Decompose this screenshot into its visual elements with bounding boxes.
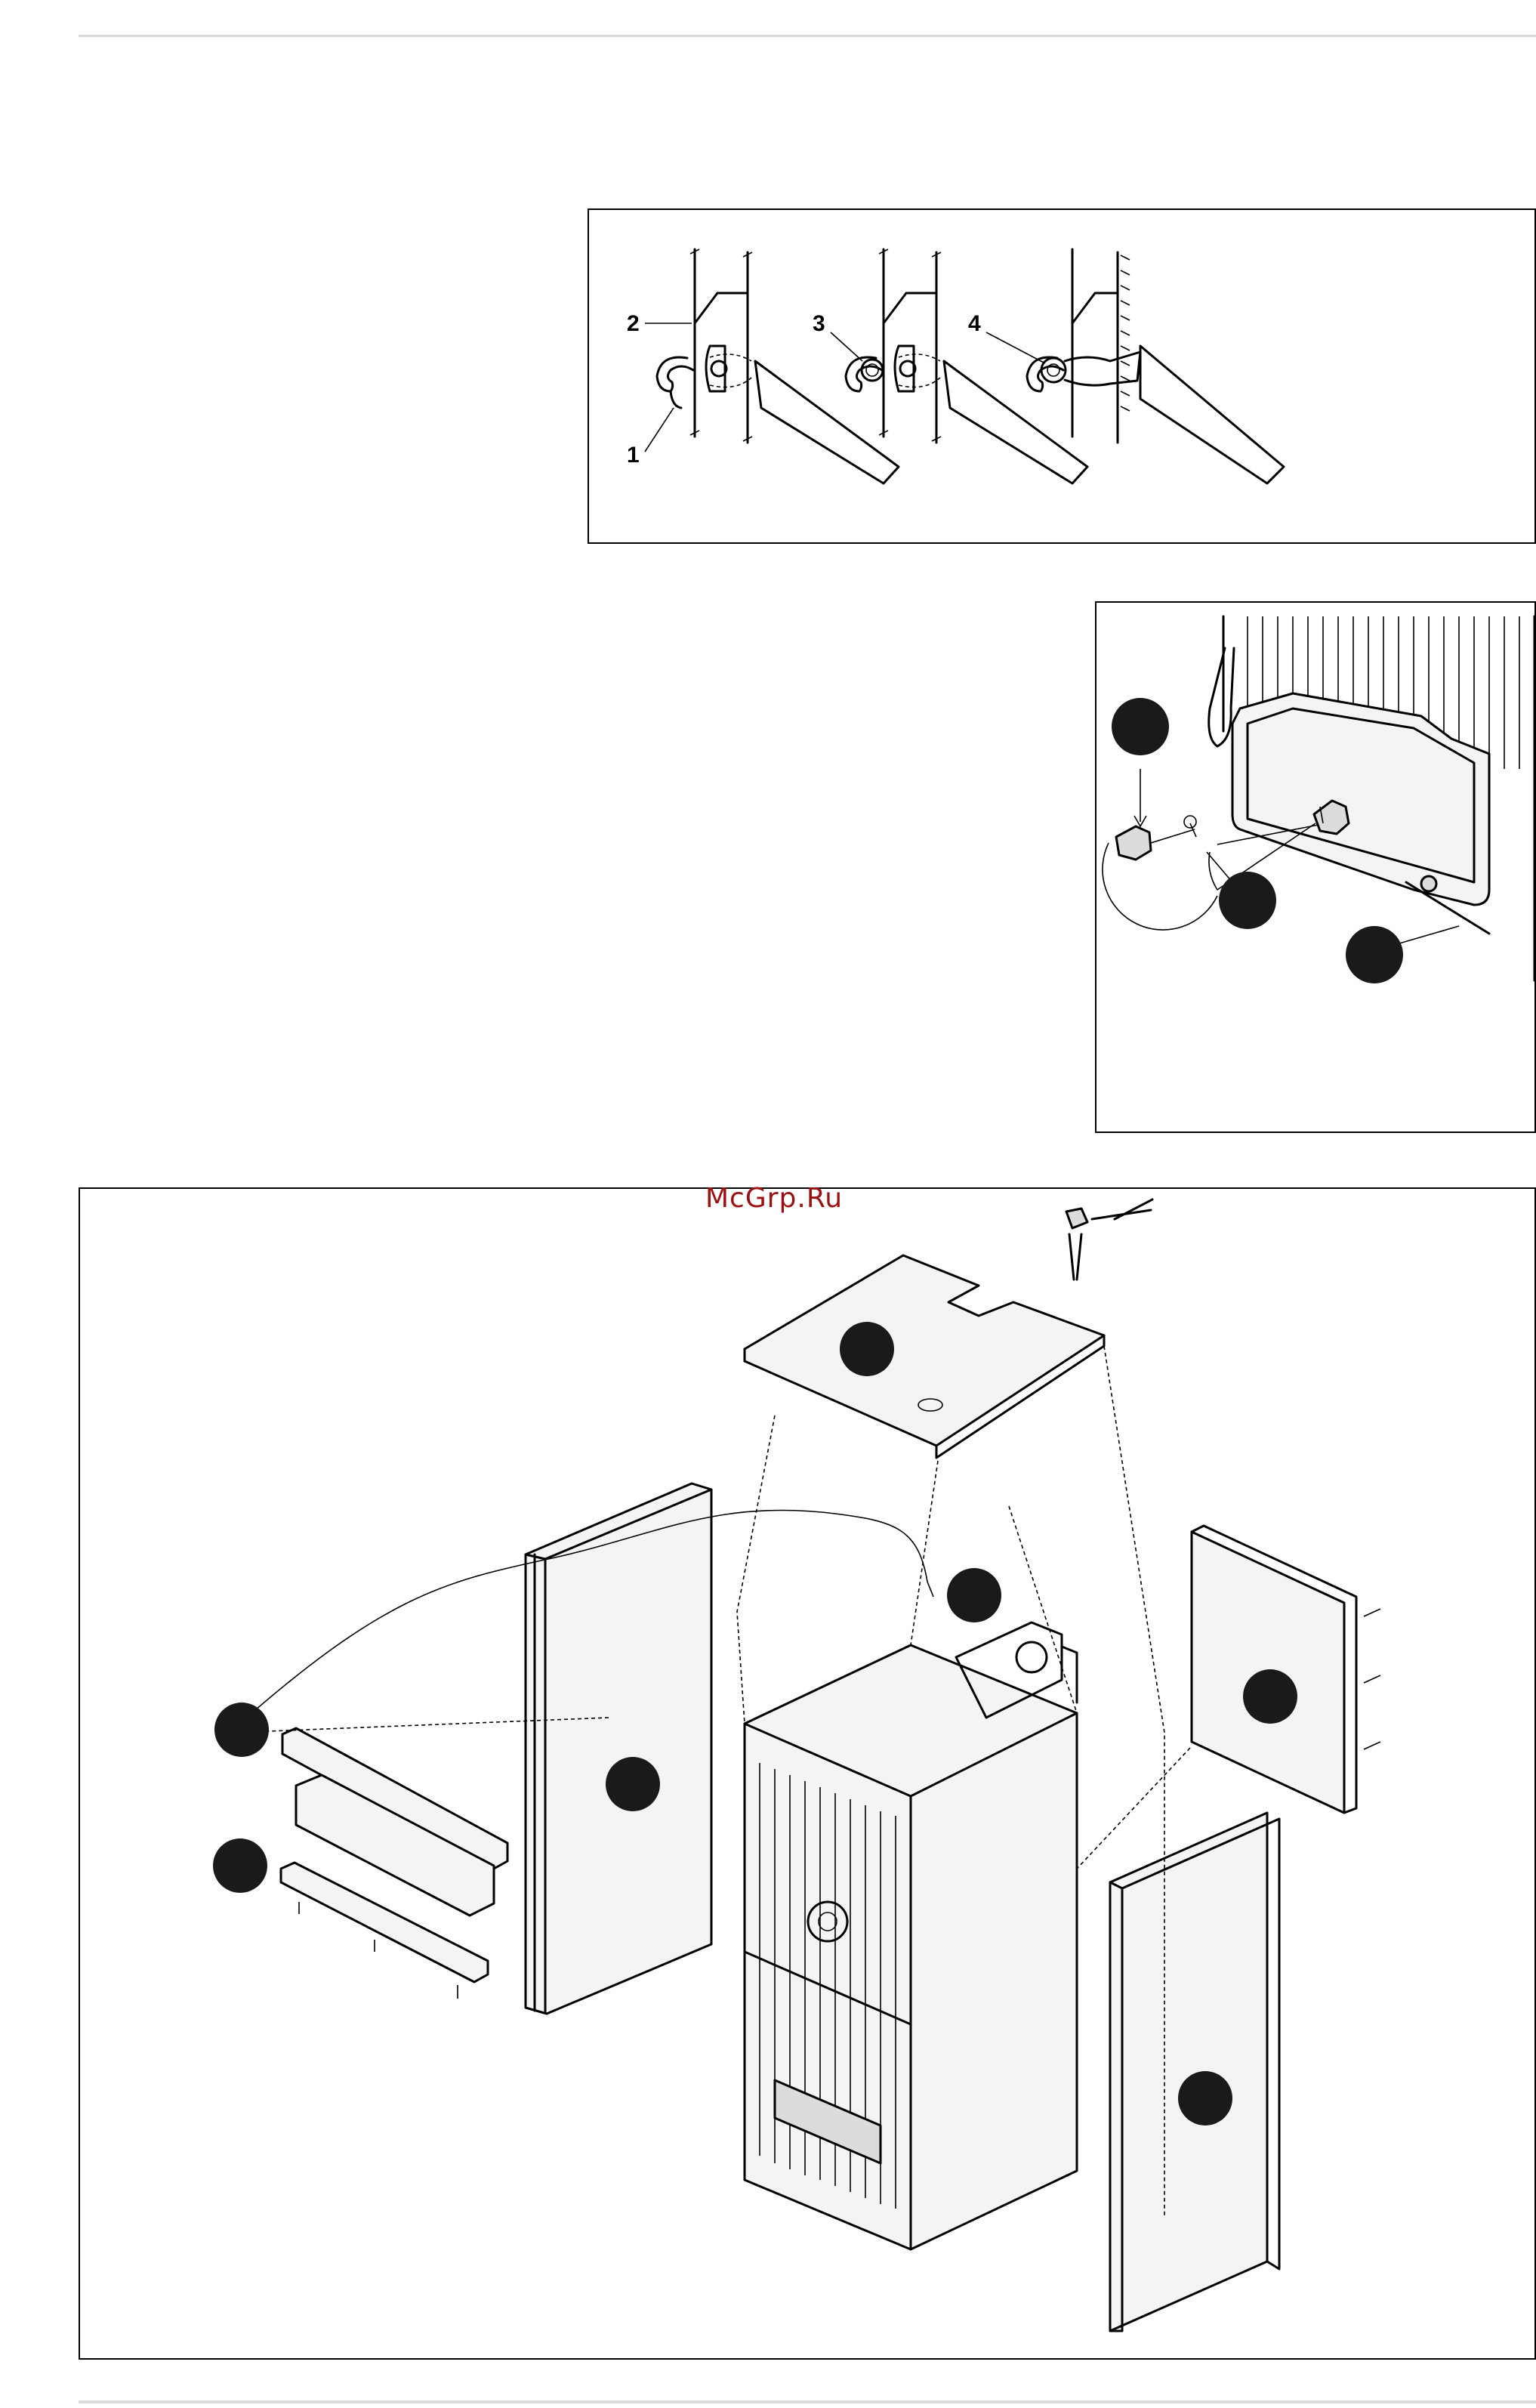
hinge-diagram: 2 1 3 4: [589, 210, 1536, 545]
top-cover-panel: [745, 1255, 1104, 1458]
callout-dot-icon: [840, 1322, 894, 1376]
callout-dot-icon: [1243, 1669, 1297, 1724]
right-front-panel: [1110, 1813, 1279, 2331]
hinge-label-3: 3: [813, 311, 825, 336]
hinge-label-2: 2: [627, 311, 640, 336]
door-screw: [1421, 876, 1436, 891]
left-side-panel: [526, 1483, 711, 2014]
header-rule: [79, 35, 1536, 37]
callout-dot-icon: [1178, 2071, 1232, 2126]
watermark: McGrp.Ru: [695, 1183, 853, 1214]
callout-dot-icon: [1346, 926, 1403, 983]
callout-dot-icon: [213, 1838, 267, 1893]
hinge-step-3: [1027, 249, 1284, 483]
callout-dot-icon: [1112, 698, 1169, 755]
door-knob-figure: [1095, 601, 1536, 1133]
hinge-diagram-figure: 2 1 3 4: [588, 208, 1536, 544]
exploded-view-diagram: [80, 1189, 1536, 2361]
thermometer-probe: [1066, 1199, 1152, 1280]
hinge-label-4: 4: [968, 311, 981, 336]
right-back-panel: [1192, 1526, 1380, 1813]
door-knob-diagram: [1096, 603, 1536, 1135]
boiler-body: [745, 1622, 1077, 2249]
callout-dot-icon: [214, 1703, 269, 1757]
callout-dot-icon: [606, 1757, 660, 1811]
exploded-view-figure: [79, 1187, 1536, 2360]
callout-dot-icon: [1219, 872, 1276, 929]
hinge-label-1: 1: [627, 443, 640, 468]
zoom-knob: [1116, 816, 1196, 860]
callout-dot-icon: [947, 1568, 1001, 1622]
footer-rule: [79, 2400, 1536, 2403]
